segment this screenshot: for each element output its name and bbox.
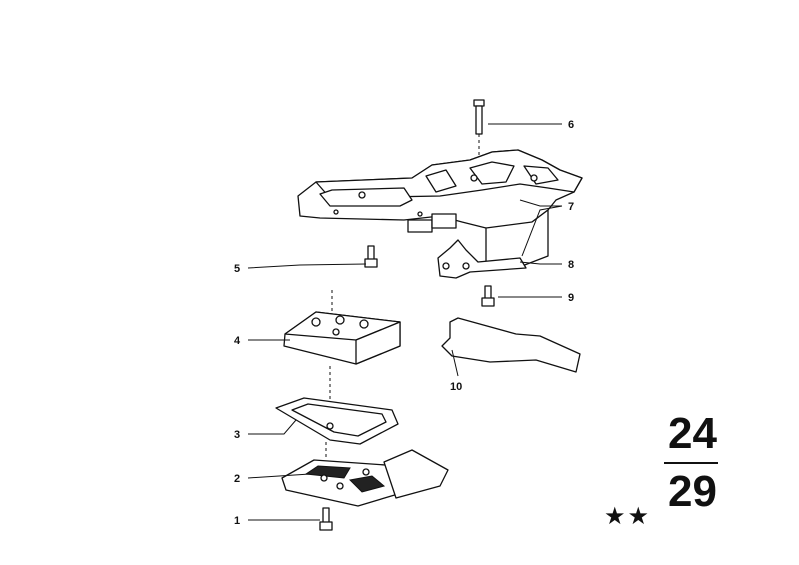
callout-6: 6: [568, 119, 574, 131]
group-number-bottom: 29: [668, 467, 717, 516]
callout-5: 5: [234, 263, 240, 275]
part-3-gasket: [275, 397, 399, 445]
group-divider: [664, 462, 718, 464]
callout-9: 9: [568, 292, 574, 304]
star-icons: ★★: [604, 502, 652, 530]
part-5-screw: [364, 245, 378, 268]
leader-lines: [247, 123, 563, 521]
part-2-separator-plate: [281, 449, 449, 507]
callout-7: 7: [568, 201, 574, 213]
part-6-bolt: [473, 99, 485, 135]
part-9-screw: [481, 285, 495, 307]
callout-4: 4: [234, 335, 241, 347]
callout-10: 10: [450, 381, 462, 393]
callout-8: 8: [568, 259, 574, 271]
callout-2: 2: [234, 473, 240, 485]
part-1-screw: [319, 507, 333, 531]
part-4-intermediate-plate: [283, 311, 401, 365]
part-8-bracket: [437, 239, 527, 279]
callout-1: 1: [234, 515, 240, 527]
part-7-valve-body: [297, 149, 583, 269]
part-10-strip: [441, 317, 581, 373]
callout-3: 3: [234, 429, 240, 441]
group-number-top: 24: [668, 409, 717, 458]
